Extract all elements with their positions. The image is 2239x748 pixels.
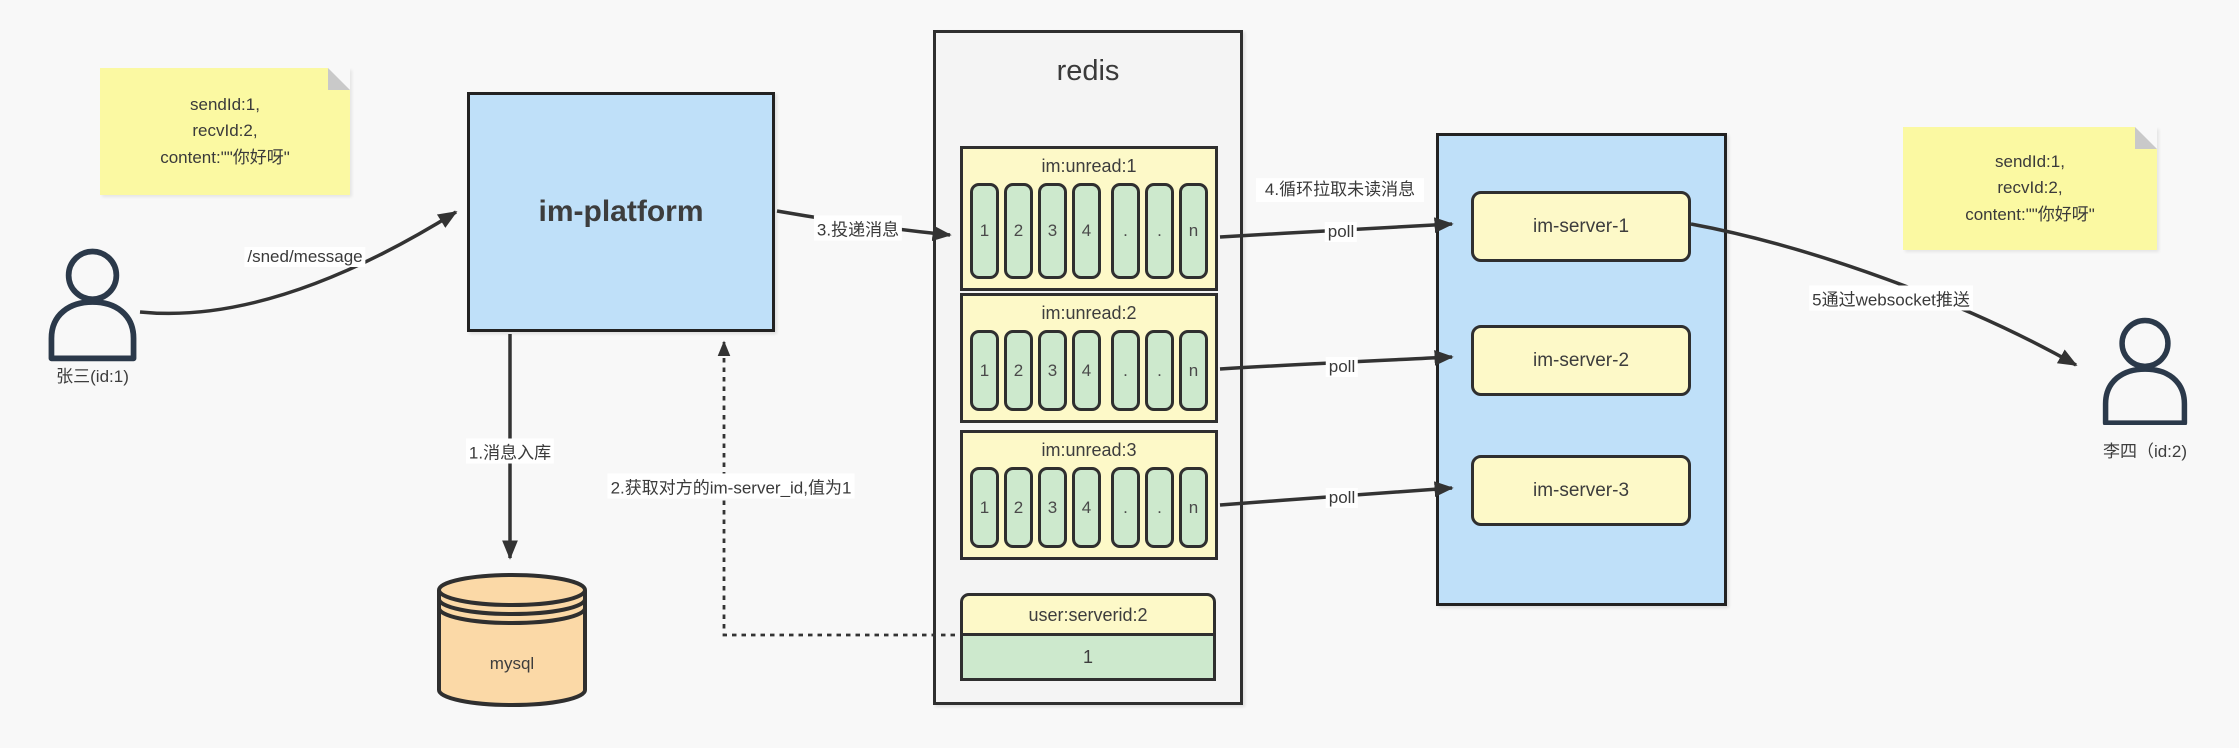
- queue-cell: .: [1111, 467, 1140, 548]
- receiver-label: 李四（id:2): [2102, 442, 2188, 461]
- edge-label-step3: 3.投递消息: [813, 215, 903, 241]
- user-serverid-box: user:serverid:2 1: [960, 593, 1216, 681]
- user-icon-receiver: [2090, 315, 2200, 426]
- queue-cell: 4: [1072, 183, 1101, 279]
- edge-label-step4: 4.循环拉取未读消息: [1256, 178, 1424, 202]
- edge-label-step1: 1.消息入库: [465, 438, 555, 464]
- queue-cell: 1: [970, 183, 999, 279]
- queue-cell: 4: [1072, 330, 1101, 411]
- redis-container: redis im:unread:1 1 2 3 4 . . n im:unrea…: [933, 30, 1243, 705]
- queue-cell: 1: [970, 330, 999, 411]
- edge-label-send: /sned/message: [244, 247, 366, 267]
- queue-cell: 3: [1038, 330, 1067, 411]
- queue-cell: 3: [1038, 183, 1067, 279]
- queue-header: im:unread:2: [1041, 303, 1137, 323]
- unread-queue-1: im:unread:1 1 2 3 4 . . n: [960, 146, 1218, 291]
- unread-queue-2: im:unread:2 1 2 3 4 . . n: [960, 293, 1218, 423]
- edge-label-step2: 2.获取对方的im-server_id,值为1: [607, 473, 855, 499]
- queue-header: im:unread:1: [1041, 156, 1137, 176]
- queue-cell: .: [1145, 183, 1174, 279]
- im-server-2-box: im-server-2: [1471, 325, 1691, 396]
- message-note-left: sendId:1, recvId:2, content:""你好呀": [100, 68, 350, 195]
- queue-cell: .: [1145, 330, 1174, 411]
- database-cylinder-icon: [437, 573, 587, 707]
- user-icon-sender: [40, 243, 145, 363]
- kv-key: user:serverid:2: [960, 593, 1216, 636]
- queue-cell: n: [1179, 330, 1208, 411]
- queue-cell: 4: [1072, 467, 1101, 548]
- edge-label-poll-2: poll: [1325, 357, 1359, 377]
- im-server-cluster: im-server-1 im-server-2 im-server-3: [1436, 133, 1727, 606]
- queue-cell: 2: [1004, 467, 1033, 548]
- im-server-3-box: im-server-3: [1471, 455, 1691, 526]
- queue-cell: n: [1179, 467, 1208, 548]
- note-line: content:""你好呀": [1965, 204, 2095, 224]
- message-note-right: sendId:1, recvId:2, content:""你好呀": [1903, 127, 2157, 250]
- queue-cells: 1 2 3 4 . . n: [970, 467, 1208, 548]
- queue-cell: 2: [1004, 183, 1033, 279]
- queue-cell: 2: [1004, 330, 1033, 411]
- queue-cell: n: [1179, 183, 1208, 279]
- redis-title: redis: [1056, 55, 1120, 87]
- note-line: sendId:1,: [1995, 151, 2065, 171]
- edge-label-poll-3: poll: [1325, 488, 1359, 508]
- queue-cells: 1 2 3 4 . . n: [970, 330, 1208, 411]
- im-server-1-box: im-server-1: [1471, 191, 1691, 262]
- edge-label-step5: 5通过websocket推送: [1809, 285, 1973, 311]
- im-platform-box: im-platform: [467, 92, 775, 332]
- queue-header: im:unread:3: [1041, 440, 1137, 460]
- kv-value: 1: [960, 636, 1216, 681]
- im-platform-label: im-platform: [538, 195, 704, 228]
- note-line: sendId:1,: [190, 94, 260, 114]
- queue-cell: .: [1111, 330, 1140, 411]
- note-line: recvId:2,: [192, 121, 258, 141]
- queue-cell: 1: [970, 467, 999, 548]
- queue-cell: .: [1111, 183, 1140, 279]
- note-line: content:""你好呀": [160, 147, 290, 167]
- edge-label-poll-1: poll: [1324, 222, 1358, 242]
- note-line: recvId:2,: [1997, 178, 2063, 198]
- unread-queue-3: im:unread:3 1 2 3 4 . . n: [960, 430, 1218, 560]
- queue-cell: .: [1145, 467, 1174, 548]
- mysql-database: mysql: [434, 570, 590, 710]
- mysql-label: mysql: [489, 654, 535, 673]
- queue-cell: 3: [1038, 467, 1067, 548]
- queue-cells: 1 2 3 4 . . n: [970, 183, 1208, 279]
- sender-label: 张三(id:1): [56, 367, 129, 386]
